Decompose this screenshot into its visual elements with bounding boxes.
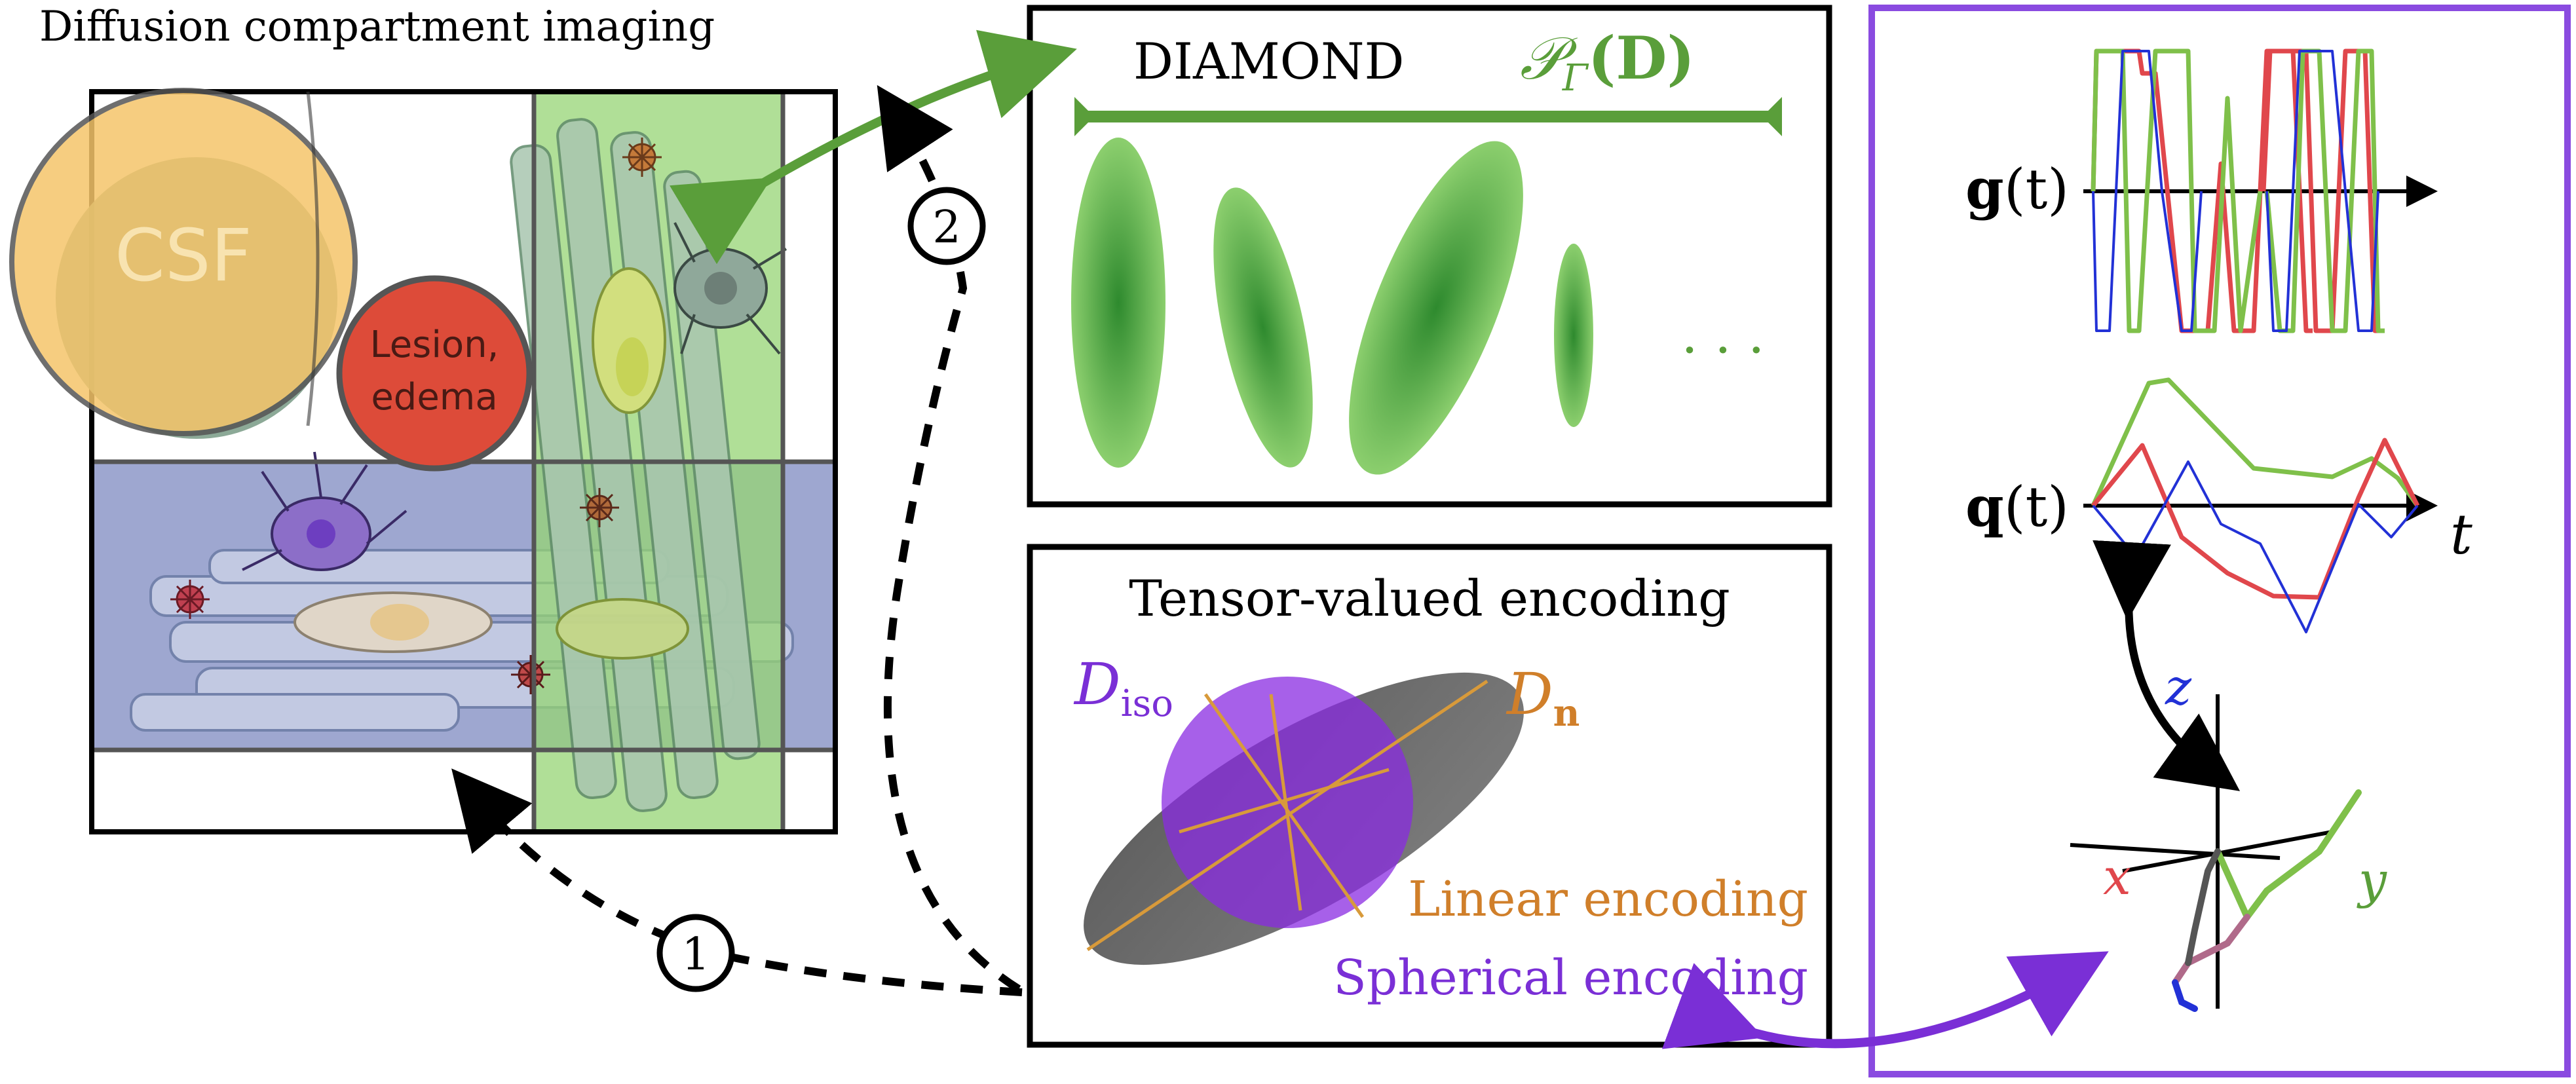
orange-star-cell: [622, 138, 662, 177]
tensor-ellipsoid-1: [1071, 138, 1165, 468]
linear-encoding-label: Linear encoding: [1408, 871, 1808, 927]
q-t-red-waveform: [2091, 438, 2420, 600]
blue-neuron-cell: [242, 451, 407, 571]
q-t-label: q(t): [1965, 474, 2069, 539]
q-t-green-waveform: [2091, 377, 2419, 508]
axis-y-line: [2122, 830, 2333, 873]
distribution-bar-left-cap: [1074, 97, 1094, 136]
g-t-waveforms: [2091, 48, 2385, 333]
step-marker-1: 1: [656, 914, 735, 992]
lesion-label-line1: Lesion,: [370, 324, 499, 366]
d-iso-label: Diso: [1073, 650, 1173, 725]
vertical-fibers: [510, 118, 761, 812]
axis-x-line: [2070, 843, 2281, 860]
tensor-ellipsoid-3: [1349, 141, 1523, 475]
tensor-ellipsoid-2: [1213, 187, 1313, 468]
diamond-ellipsis: · · ·: [1681, 320, 1764, 381]
q-space-trajectory: [2172, 789, 2362, 1012]
step-marker-1-label: 1: [681, 929, 710, 981]
step-marker-2: 2: [907, 187, 986, 265]
axis-x-label: x: [2103, 848, 2131, 906]
brown-star-cell: [580, 488, 619, 527]
left-panel-title: Diffusion compartment imaging: [39, 3, 715, 51]
q-t-waveforms: [2091, 377, 2420, 633]
spherical-encoding-label: Spherical encoding: [1333, 950, 1808, 1006]
d-n-label: Dn: [1506, 660, 1580, 735]
lesion-label-line2: edema: [371, 376, 497, 419]
tensor-ellipsoid-4: [1554, 244, 1593, 427]
step-marker-2-label: 2: [932, 202, 960, 253]
g-t-green-waveform: [2091, 48, 2263, 333]
waveform-trajectory-arrow: [2093, 540, 2241, 791]
csf-compartment: CSF: [9, 88, 358, 439]
waveform-panel: g(t) q(t) t z x y: [1868, 5, 2571, 1077]
encoding-waveform-link-arrow: [1661, 951, 2109, 1049]
red-star-cell-2: [511, 655, 550, 694]
red-star-cell: [170, 580, 210, 619]
diamond-formula: 𝒫Γ(D): [1520, 24, 1695, 100]
t-axis-label: t: [2450, 502, 2472, 567]
q-t-blue-waveform: [2092, 460, 2419, 633]
axis-z-label: z: [2165, 658, 2192, 716]
g-t-red-waveform-2: [2261, 48, 2385, 333]
diamond-title: DIAMOND: [1133, 32, 1404, 90]
axis-y-label: y: [2357, 851, 2387, 909]
tensor-panel: Tensor-valued encoding Diso Dn Linear en…: [1027, 544, 1832, 1048]
encoding-axes: [1086, 679, 1488, 952]
g-t-blue-waveform: [2092, 50, 2203, 332]
g-t-label: g(t): [1965, 157, 2069, 221]
left-panel: Diffusion compartment imaging: [9, 3, 838, 834]
dashed-arrow-step2: [877, 84, 1021, 993]
lesion-compartment: Lesion, edema: [336, 275, 533, 472]
distribution-bar-right-cap: [1762, 97, 1782, 136]
csf-label: CSF: [115, 214, 252, 297]
tensor-title: Tensor-valued encoding: [1129, 569, 1730, 627]
diamond-panel: DIAMOND 𝒫Γ(D) · · ·: [1027, 5, 1832, 508]
g-t-green-waveform-2: [2264, 48, 2385, 333]
g-t-blue-waveform-2: [2265, 50, 2379, 332]
